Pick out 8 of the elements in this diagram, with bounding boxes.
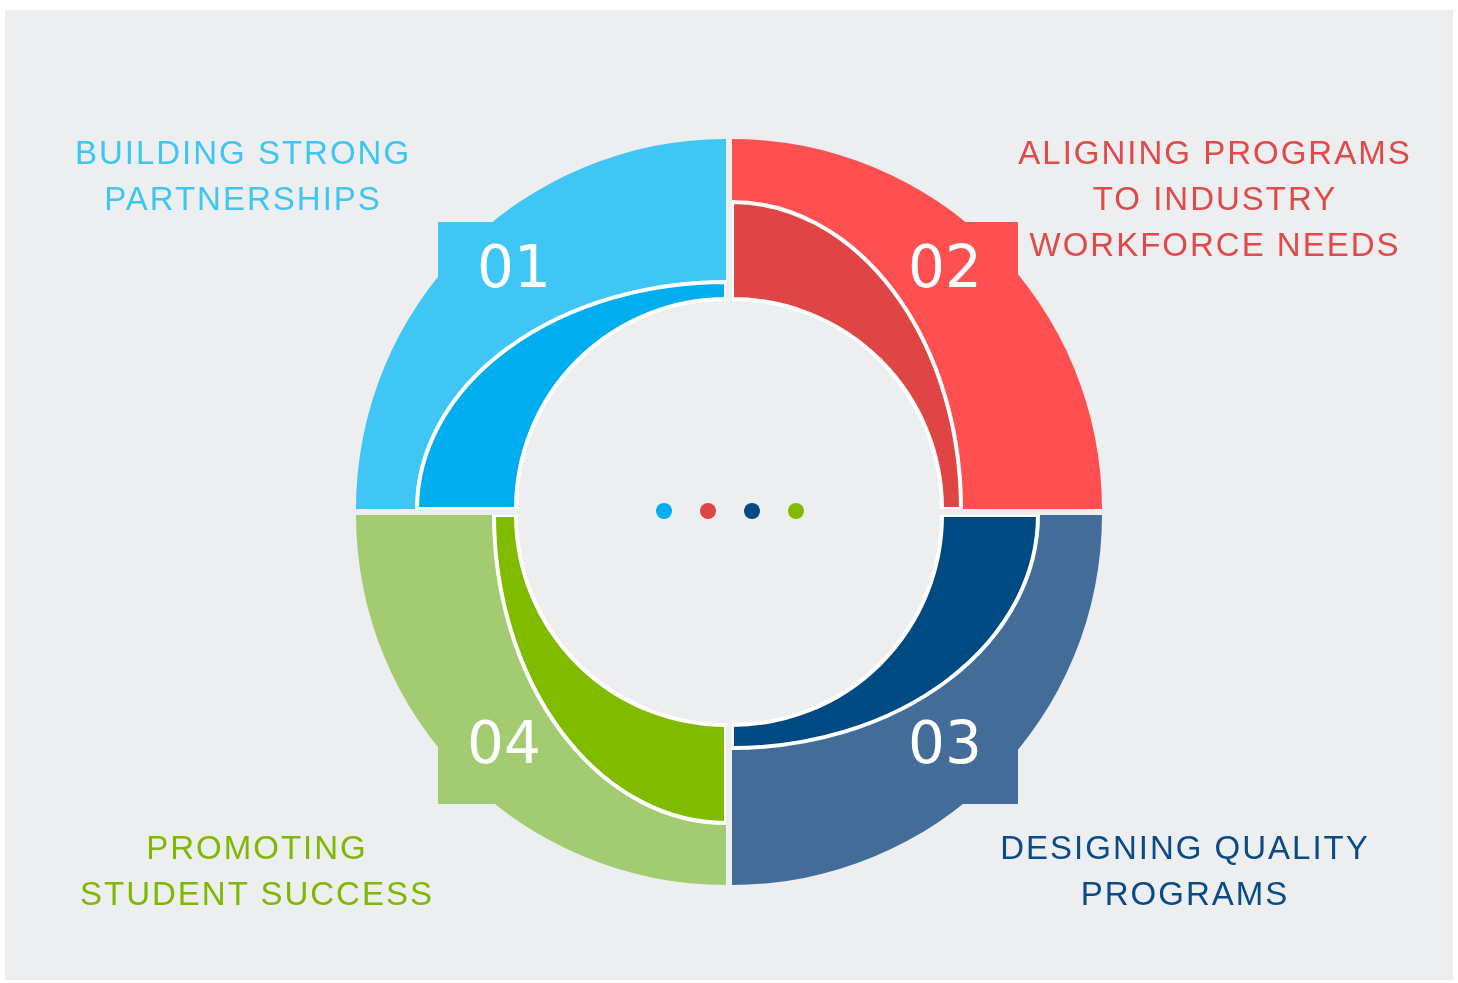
step-number: 02 (908, 238, 982, 296)
step-number: 04 (467, 714, 541, 772)
step-number: 03 (908, 714, 982, 772)
segment-heading: PROMOTING STUDENT SUCCESS (79, 828, 435, 914)
segment-heading: ALIGNING PROGRAMS TO INDUSTRY WORKFORCE NEEDS (1017, 133, 1413, 265)
step-number: 01 (477, 238, 551, 296)
segment-heading: DESIGNING QUALITY PROGRAMS (999, 828, 1371, 914)
segment-heading: BUILDING STRONG PARTNERSHIPS (73, 133, 413, 219)
